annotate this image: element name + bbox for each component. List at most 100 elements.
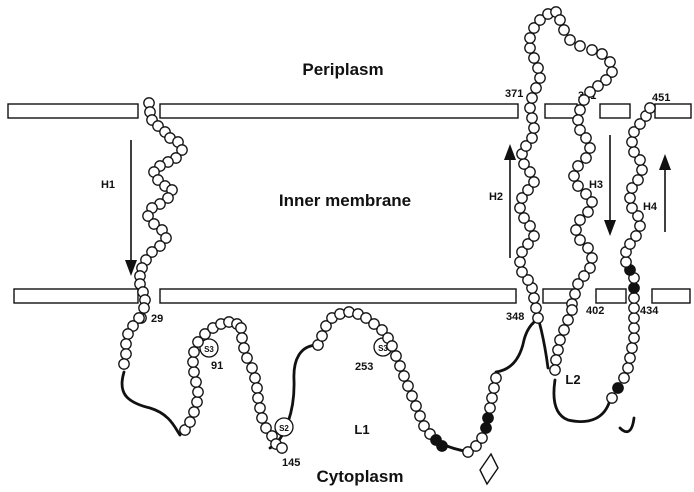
residue-bead bbox=[551, 355, 561, 365]
residue-bead bbox=[255, 403, 265, 413]
position-145: 145 bbox=[282, 457, 300, 469]
residue-bead bbox=[625, 353, 635, 363]
residue-bead bbox=[570, 289, 580, 299]
residue-bead bbox=[563, 315, 573, 325]
residue-bead bbox=[583, 207, 593, 217]
residue-bead bbox=[625, 193, 635, 203]
residue-bead bbox=[519, 213, 529, 223]
residue-bead bbox=[583, 243, 593, 253]
residue-bead bbox=[517, 267, 527, 277]
residue-bead bbox=[605, 57, 615, 67]
residue-bead bbox=[487, 393, 497, 403]
helix-h3-arrow bbox=[604, 135, 616, 236]
residue-bead bbox=[550, 365, 560, 375]
residue-bead bbox=[619, 373, 629, 383]
residue-bead bbox=[481, 423, 491, 433]
position-434: 434 bbox=[640, 305, 659, 317]
residue-bead bbox=[585, 143, 595, 153]
residue-bead bbox=[631, 231, 641, 241]
residue-bead bbox=[559, 325, 569, 335]
residue-bead bbox=[189, 347, 199, 357]
residue-bead bbox=[399, 371, 409, 381]
helix-h2-arrow bbox=[504, 144, 516, 258]
residue-bead bbox=[621, 257, 631, 267]
residue-bead bbox=[529, 177, 539, 187]
position-371: 371 bbox=[505, 88, 523, 100]
residue-bead bbox=[629, 323, 639, 333]
residue-bead bbox=[607, 393, 617, 403]
residue-bead bbox=[535, 73, 545, 83]
residue-bead bbox=[567, 305, 577, 315]
residue-bead bbox=[527, 93, 537, 103]
residue-bead bbox=[555, 15, 565, 25]
residue-bead bbox=[629, 333, 639, 343]
residue-bead bbox=[573, 279, 583, 289]
residue-bead bbox=[525, 33, 535, 43]
residue-bead bbox=[529, 53, 539, 63]
position-91: 91 bbox=[211, 360, 223, 372]
residue-bead bbox=[515, 203, 525, 213]
residue-bead bbox=[573, 161, 583, 171]
residue-bead bbox=[627, 137, 637, 147]
diamond-marker bbox=[480, 454, 498, 484]
position-253: 253 bbox=[355, 361, 373, 373]
helix-label-h1: H1 bbox=[101, 179, 115, 191]
helix-label-h4: H4 bbox=[643, 201, 658, 213]
residue-bead bbox=[555, 335, 565, 345]
periplasm-label: Periplasm bbox=[302, 60, 383, 79]
residue-bead bbox=[531, 303, 541, 313]
residue-bead bbox=[529, 293, 539, 303]
residue-bead bbox=[239, 343, 249, 353]
position-348: 348 bbox=[506, 311, 524, 323]
residue-bead bbox=[533, 63, 543, 73]
residue-bead bbox=[252, 383, 262, 393]
residue-bead bbox=[581, 153, 591, 163]
residue-bead bbox=[123, 329, 133, 339]
residue-bead bbox=[485, 403, 495, 413]
residue-bead bbox=[193, 387, 203, 397]
residue-bead bbox=[119, 359, 129, 369]
residue-bead bbox=[569, 171, 579, 181]
site-s3-a-label: S3 bbox=[204, 345, 214, 354]
residue-bead bbox=[559, 25, 569, 35]
residue-bead bbox=[491, 373, 501, 383]
residue-bead bbox=[587, 45, 597, 55]
residue-bead bbox=[415, 411, 425, 421]
residue-bead bbox=[257, 413, 267, 423]
residue-bead bbox=[581, 133, 591, 143]
residue-bead bbox=[483, 413, 493, 423]
residue-bead bbox=[477, 433, 487, 443]
residue-bead bbox=[191, 377, 201, 387]
helix-label-h3: H3 bbox=[589, 179, 603, 191]
residue-bead bbox=[529, 123, 539, 133]
residue-bead bbox=[407, 391, 417, 401]
residue-bead bbox=[587, 197, 597, 207]
residue-bead bbox=[192, 397, 202, 407]
residue-bead bbox=[629, 303, 639, 313]
residue-bead bbox=[635, 221, 645, 231]
residue-bead bbox=[236, 323, 246, 333]
residue-bead bbox=[629, 313, 639, 323]
position-402: 402 bbox=[586, 305, 604, 317]
residue-bead bbox=[575, 235, 585, 245]
residue-bead bbox=[527, 133, 537, 143]
residue-bead bbox=[637, 165, 647, 175]
residue-bead bbox=[317, 331, 327, 341]
loop-label-l2: L2 bbox=[565, 372, 580, 387]
residue-bead bbox=[629, 293, 639, 303]
residue-bead bbox=[189, 367, 199, 377]
residue-bead bbox=[579, 95, 589, 105]
site-s2: S2 bbox=[275, 418, 293, 436]
residue-bead bbox=[571, 225, 581, 235]
residue-bead bbox=[437, 441, 447, 451]
residue-bead bbox=[247, 363, 257, 373]
residue-bead bbox=[629, 283, 639, 293]
residue-bead bbox=[237, 333, 247, 343]
residue-bead bbox=[250, 373, 260, 383]
cytoplasm-label: Cytoplasm bbox=[317, 467, 404, 486]
residue-bead bbox=[627, 343, 637, 353]
inner-membrane-label: Inner membrane bbox=[279, 191, 411, 210]
residue-bead bbox=[185, 417, 195, 427]
residue-bead bbox=[527, 113, 537, 123]
residue-beads bbox=[119, 7, 655, 457]
